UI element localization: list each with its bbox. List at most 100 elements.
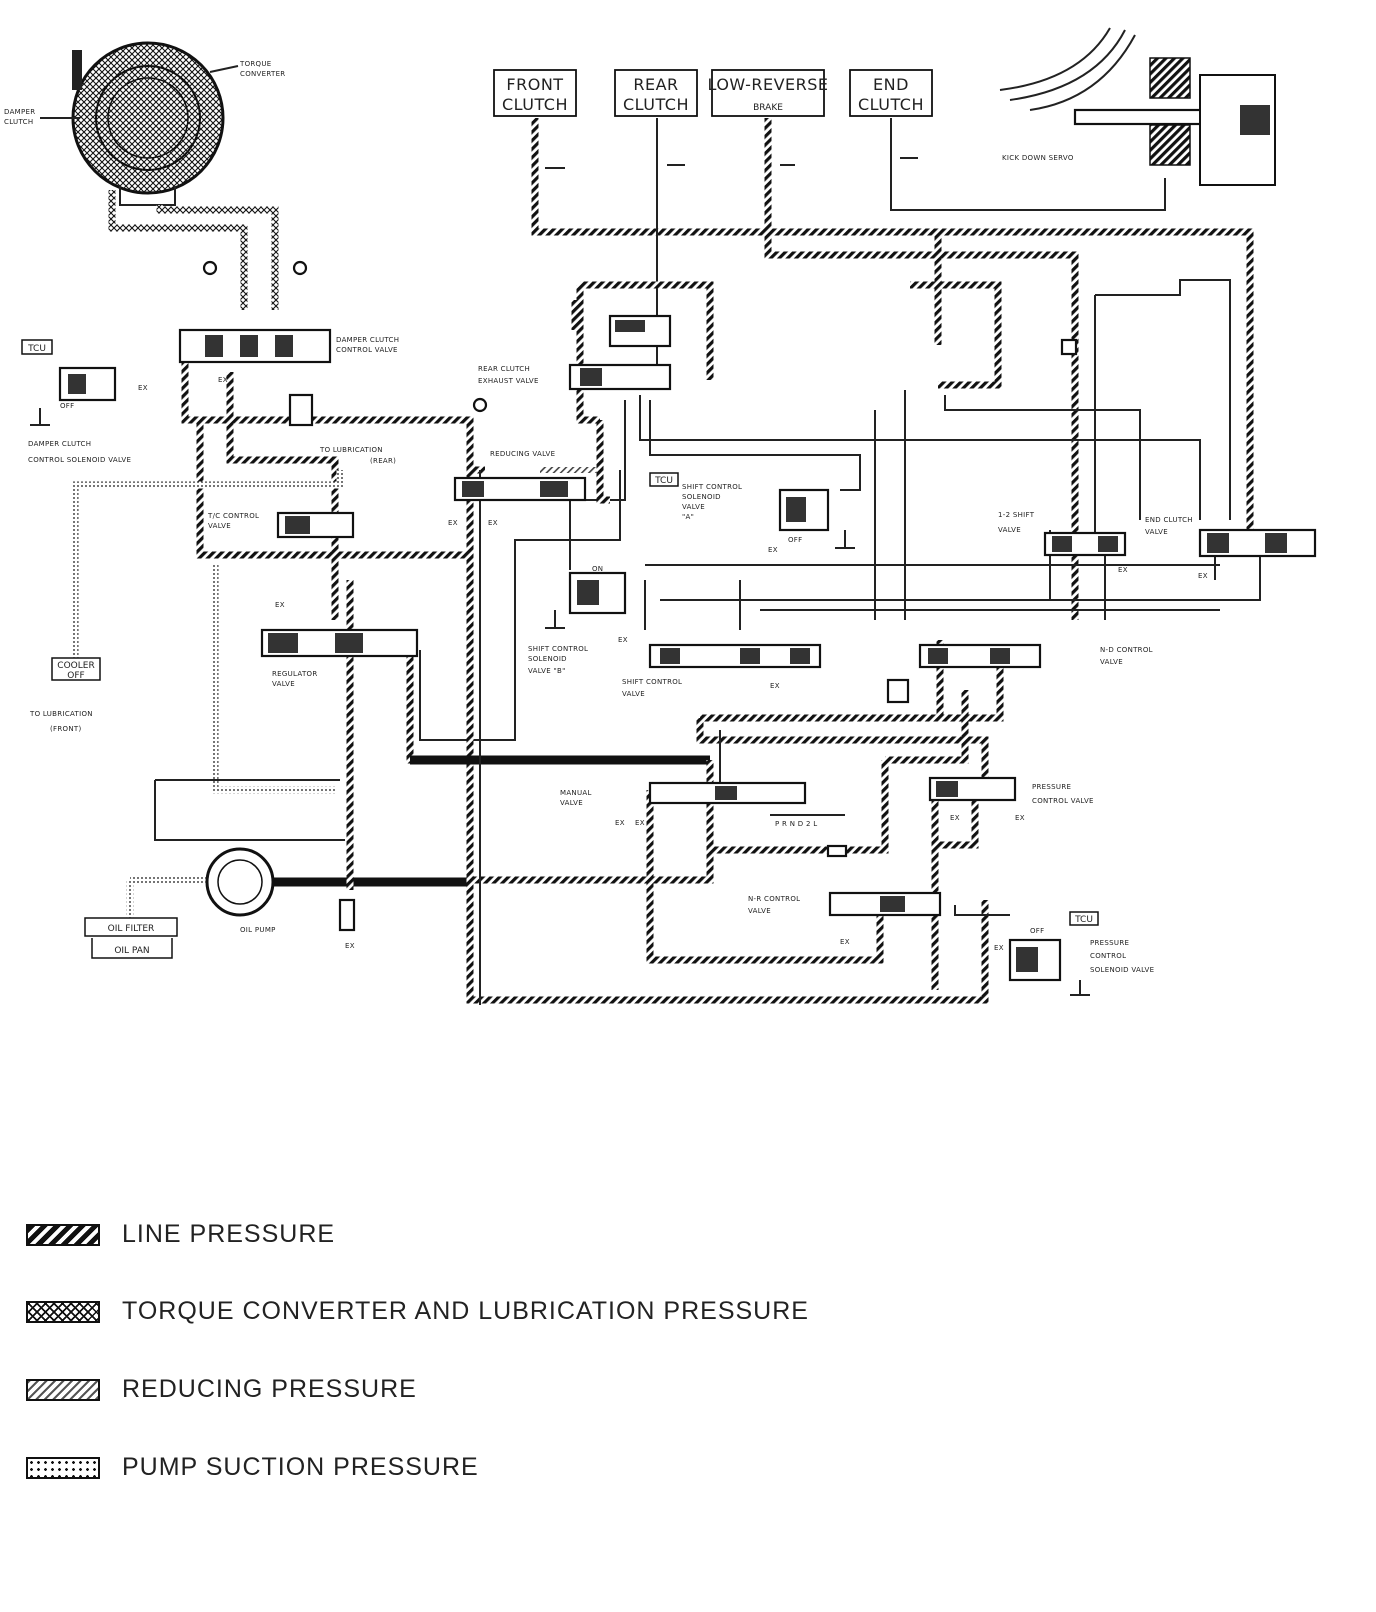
svg-text:EX: EX [488, 519, 498, 527]
svg-text:DAMPER CLUTCH: DAMPER CLUTCH [28, 440, 91, 448]
svg-text:END CLUTCH: END CLUTCH [1145, 516, 1193, 524]
svg-text:P R N D 2 L: P R N D 2 L [775, 820, 818, 828]
legend-torque-converter-pressure: TORQUE CONVERTER AND LUBRICATION PRESSUR… [26, 1297, 809, 1326]
pressure-control-valve [928, 776, 1017, 802]
oil-pump [205, 847, 275, 917]
end-clutch-box: END CLUTCH [849, 69, 933, 117]
n-d-control-valve [886, 643, 1042, 704]
svg-text:MANUAL: MANUAL [560, 789, 592, 797]
svg-text:N-D CONTROL: N-D CONTROL [1100, 646, 1153, 654]
svg-text:EX: EX [1015, 814, 1025, 822]
tc-control-valve [276, 511, 355, 539]
svg-text:REGULATOR: REGULATOR [272, 670, 318, 678]
svg-text:REAR CLUTCH: REAR CLUTCH [478, 365, 530, 373]
svg-text:N-R CONTROL: N-R CONTROL [748, 895, 800, 903]
svg-text:TO LUBRICATION: TO LUBRICATION [29, 710, 93, 718]
svg-text:TO LUBRICATION: TO LUBRICATION [319, 446, 383, 454]
svg-text:SHIFT CONTROL: SHIFT CONTROL [528, 645, 588, 653]
damper-clutch-solenoid-valve [30, 366, 117, 426]
hydraulic-circuit-diagram: TCU COOLER OFF OIL FILTER OIL PAN FRONT … [4, 27, 1317, 1005]
legend-pump-suction-pressure: PUMP SUCTION PRESSURE [26, 1453, 479, 1482]
svg-text:FRONT: FRONT [506, 75, 563, 94]
shift-control-valve [648, 643, 822, 669]
svg-text:VALVE: VALVE [1100, 658, 1123, 666]
legend-label: REDUCING PRESSURE [122, 1375, 417, 1403]
reducing-pressure-swatch [26, 1378, 100, 1401]
torque-converter [71, 41, 225, 206]
manual-valve [648, 781, 845, 816]
svg-text:VALVE: VALVE [748, 907, 771, 915]
svg-text:OIL PUMP: OIL PUMP [240, 926, 276, 934]
legend-reducing-pressure: REDUCING PRESSURE [26, 1375, 417, 1404]
svg-text:CONTROL SOLENOID VALVE: CONTROL SOLENOID VALVE [28, 456, 131, 464]
shift-1-2-valve [1043, 531, 1127, 557]
svg-text:TORQUE: TORQUE [239, 60, 272, 68]
svg-text:VALVE: VALVE [272, 680, 295, 688]
svg-text:TCU: TCU [27, 344, 46, 354]
shift-solenoid-b [545, 571, 627, 629]
svg-text:OIL FILTER: OIL FILTER [108, 924, 155, 934]
svg-text:VALVE: VALVE [622, 690, 645, 698]
pressure-tap-1 [202, 260, 218, 276]
kick-down-servo [999, 27, 1276, 186]
svg-text:SHIFT CONTROL: SHIFT CONTROL [682, 483, 742, 491]
shift-solenoid-a [778, 488, 855, 549]
svg-text:EX: EX [768, 546, 778, 554]
svg-text:VALVE "B": VALVE "B" [528, 667, 566, 675]
svg-text:COOLER: COOLER [57, 661, 94, 671]
pump-exhaust [338, 898, 356, 932]
svg-text:OFF: OFF [60, 402, 74, 410]
svg-text:EX: EX [840, 938, 850, 946]
legend-label: LINE PRESSURE [122, 1220, 336, 1248]
svg-text:EX: EX [770, 682, 780, 690]
svg-text:EX: EX [1118, 566, 1128, 574]
svg-text:EX: EX [138, 384, 148, 392]
svg-text:REAR: REAR [633, 75, 678, 94]
svg-text:T/C CONTROL: T/C CONTROL [207, 512, 259, 520]
svg-text:DAMPER CLUTCH: DAMPER CLUTCH [336, 336, 399, 344]
tcu-box-right: TCU [1069, 911, 1099, 926]
legend-label: TORQUE CONVERTER AND LUBRICATION PRESSUR… [122, 1297, 809, 1325]
rear-clutch-box: REAR CLUTCH [614, 69, 698, 117]
svg-text:"A": "A" [682, 513, 694, 521]
legend-label: PUMP SUCTION PRESSURE [122, 1453, 479, 1481]
pressure-control-solenoid [1008, 938, 1090, 996]
tcu-box-left: TCU [21, 339, 53, 355]
svg-text:END: END [873, 75, 909, 94]
orifice [826, 844, 848, 858]
svg-text:EX: EX [950, 814, 960, 822]
svg-text:SOLENOID: SOLENOID [682, 493, 721, 501]
svg-text:OFF: OFF [67, 671, 84, 681]
svg-text:(FRONT): (FRONT) [50, 725, 81, 733]
svg-text:PRESSURE: PRESSURE [1090, 939, 1129, 947]
reducing-gauge [472, 397, 488, 413]
svg-text:CONTROL VALVE: CONTROL VALVE [336, 346, 398, 354]
svg-text:SHIFT CONTROL: SHIFT CONTROL [622, 678, 682, 686]
svg-text:VALVE: VALVE [682, 503, 705, 511]
regulator-valve [260, 628, 419, 658]
svg-text:ON: ON [592, 565, 603, 573]
svg-text:CLUTCH: CLUTCH [623, 95, 689, 114]
svg-text:KICK DOWN SERVO: KICK DOWN SERVO [1002, 154, 1074, 162]
pump-suction-swatch [26, 1456, 100, 1479]
svg-text:EX: EX [994, 944, 1004, 952]
cooler-box: COOLER OFF [51, 657, 101, 681]
svg-text:VALVE: VALVE [560, 799, 583, 807]
n-r-control-valve [828, 891, 942, 917]
svg-text:TCU: TCU [1074, 915, 1093, 925]
rear-clutch-exhaust-valve [568, 314, 672, 391]
tcu-box-mid: TCU [649, 472, 679, 487]
low-reverse-brake-box: LOW-REVERSE BRAKE [707, 69, 828, 117]
svg-text:DAMPER: DAMPER [4, 108, 35, 116]
svg-text:EX: EX [275, 601, 285, 609]
svg-text:SOLENOID: SOLENOID [528, 655, 567, 663]
svg-text:BRAKE: BRAKE [753, 103, 783, 113]
svg-text:OFF: OFF [788, 536, 802, 544]
svg-text:EX: EX [448, 519, 458, 527]
svg-text:1-2 SHIFT: 1-2 SHIFT [998, 511, 1035, 519]
oil-filter-box: OIL FILTER [84, 917, 178, 937]
svg-text:SOLENOID VALVE: SOLENOID VALVE [1090, 966, 1154, 974]
svg-text:CLUTCH: CLUTCH [502, 95, 568, 114]
svg-text:CLUTCH: CLUTCH [4, 118, 33, 126]
reducing-valve [453, 476, 587, 502]
